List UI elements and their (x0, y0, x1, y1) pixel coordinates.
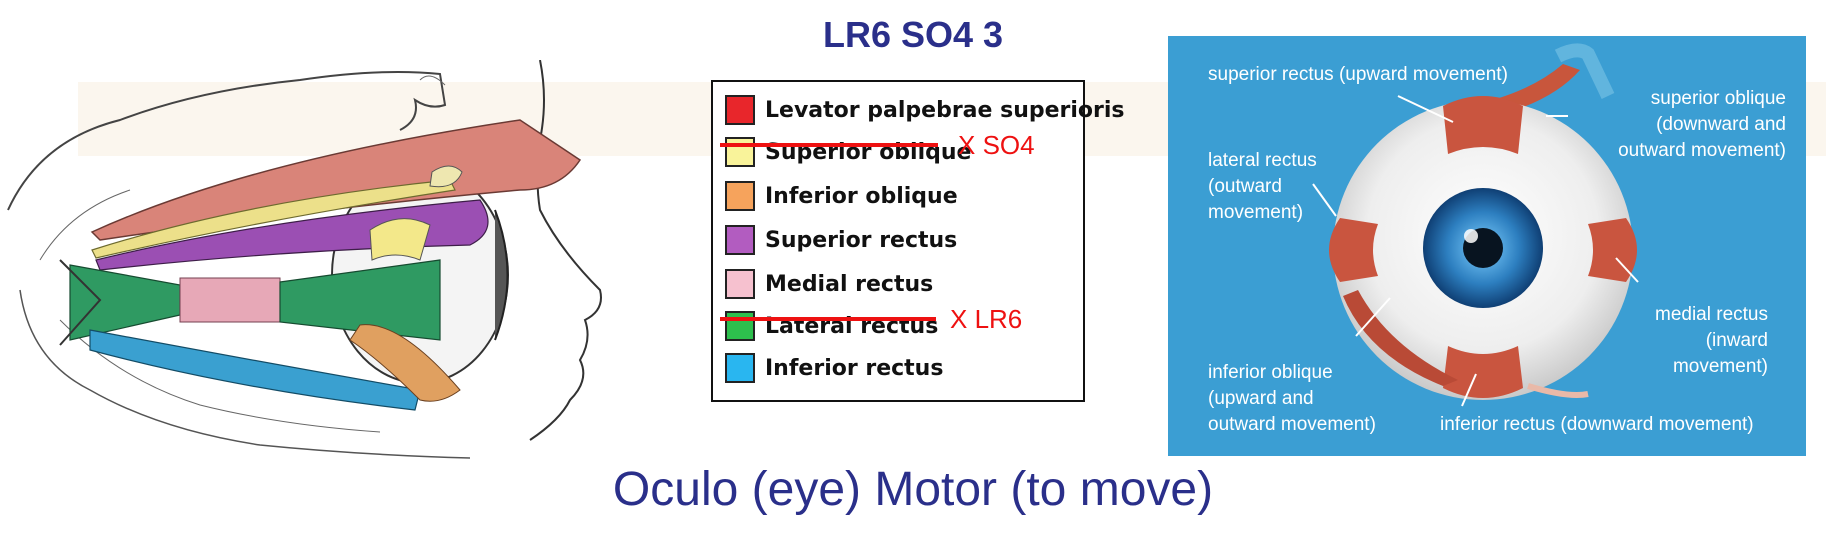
footer-title: Oculo (eye) Motor (to move) (612, 463, 1214, 516)
page-heading: LR6 SO4 3 (822, 14, 1004, 55)
legend-label: Inferior oblique (765, 183, 958, 209)
legend-item-inferior-oblique: Inferior oblique (725, 180, 958, 212)
strike-superior-oblique (720, 143, 938, 147)
annotation-lr6: X LR6 (950, 304, 1023, 334)
label-line: medial rectus (1655, 304, 1768, 325)
eyeball-illustration (1312, 43, 1639, 407)
legend-label: Inferior rectus (765, 355, 944, 381)
legend-swatch (725, 181, 755, 211)
orbit-muscle-drawing (7, 60, 602, 459)
legend-label: Levator palpebrae superioris (765, 97, 1125, 123)
label-line: movement) (1672, 356, 1768, 377)
eye-muscles-panel: superior rectus (upward movement) superi… (1168, 36, 1806, 456)
label-line: lateral rectus (1208, 150, 1317, 171)
annotation-so4: X SO4 (958, 130, 1035, 160)
legend-label: Medial rectus (765, 271, 934, 297)
legend-item-superior-oblique: Superior oblique (725, 136, 971, 168)
label-line: (inward (1705, 330, 1768, 351)
label-inferior-oblique: inferior oblique (upward and outward mov… (1208, 360, 1376, 438)
label-line: (upward and (1208, 388, 1314, 409)
label-line: outward movement) (1208, 414, 1376, 435)
legend-item-superior-rectus: Superior rectus (725, 224, 957, 256)
label-line: movement) (1208, 202, 1304, 223)
label-superior-oblique: superior oblique (downward and outward m… (1618, 86, 1786, 164)
label-line: superior oblique (1650, 88, 1786, 109)
legend-swatch (725, 269, 755, 299)
legend-swatch (725, 353, 755, 383)
label-superior-rectus: superior rectus (upward movement) (1208, 64, 1508, 85)
legend-item-inferior-rectus: Inferior rectus (725, 352, 943, 384)
label-inferior-rectus: inferior rectus (downward movement) (1440, 414, 1754, 435)
legend-swatch (725, 95, 755, 125)
strike-lateral-rectus (720, 317, 936, 321)
legend-label: Superior rectus (765, 227, 958, 253)
legend-item-medial-rectus: Medial rectus (725, 268, 933, 300)
muscle-legend: Levator palpebrae superioris Superior ob… (711, 80, 1125, 402)
label-medial-rectus: medial rectus (inward movement) (1655, 302, 1768, 380)
legend-swatch (725, 225, 755, 255)
label-line: (outward (1208, 176, 1282, 197)
label-line: outward movement) (1618, 140, 1786, 161)
legend-swatch (725, 137, 755, 167)
legend-swatch (725, 311, 755, 341)
label-lateral-rectus: lateral rectus (outward movement) (1208, 148, 1317, 226)
legend-item-lateral-rectus: Lateral rectus (725, 310, 938, 342)
label-line: (downward and (1656, 114, 1786, 135)
legend-item-levator: Levator palpebrae superioris (725, 94, 1125, 126)
label-line: inferior oblique (1208, 362, 1333, 383)
